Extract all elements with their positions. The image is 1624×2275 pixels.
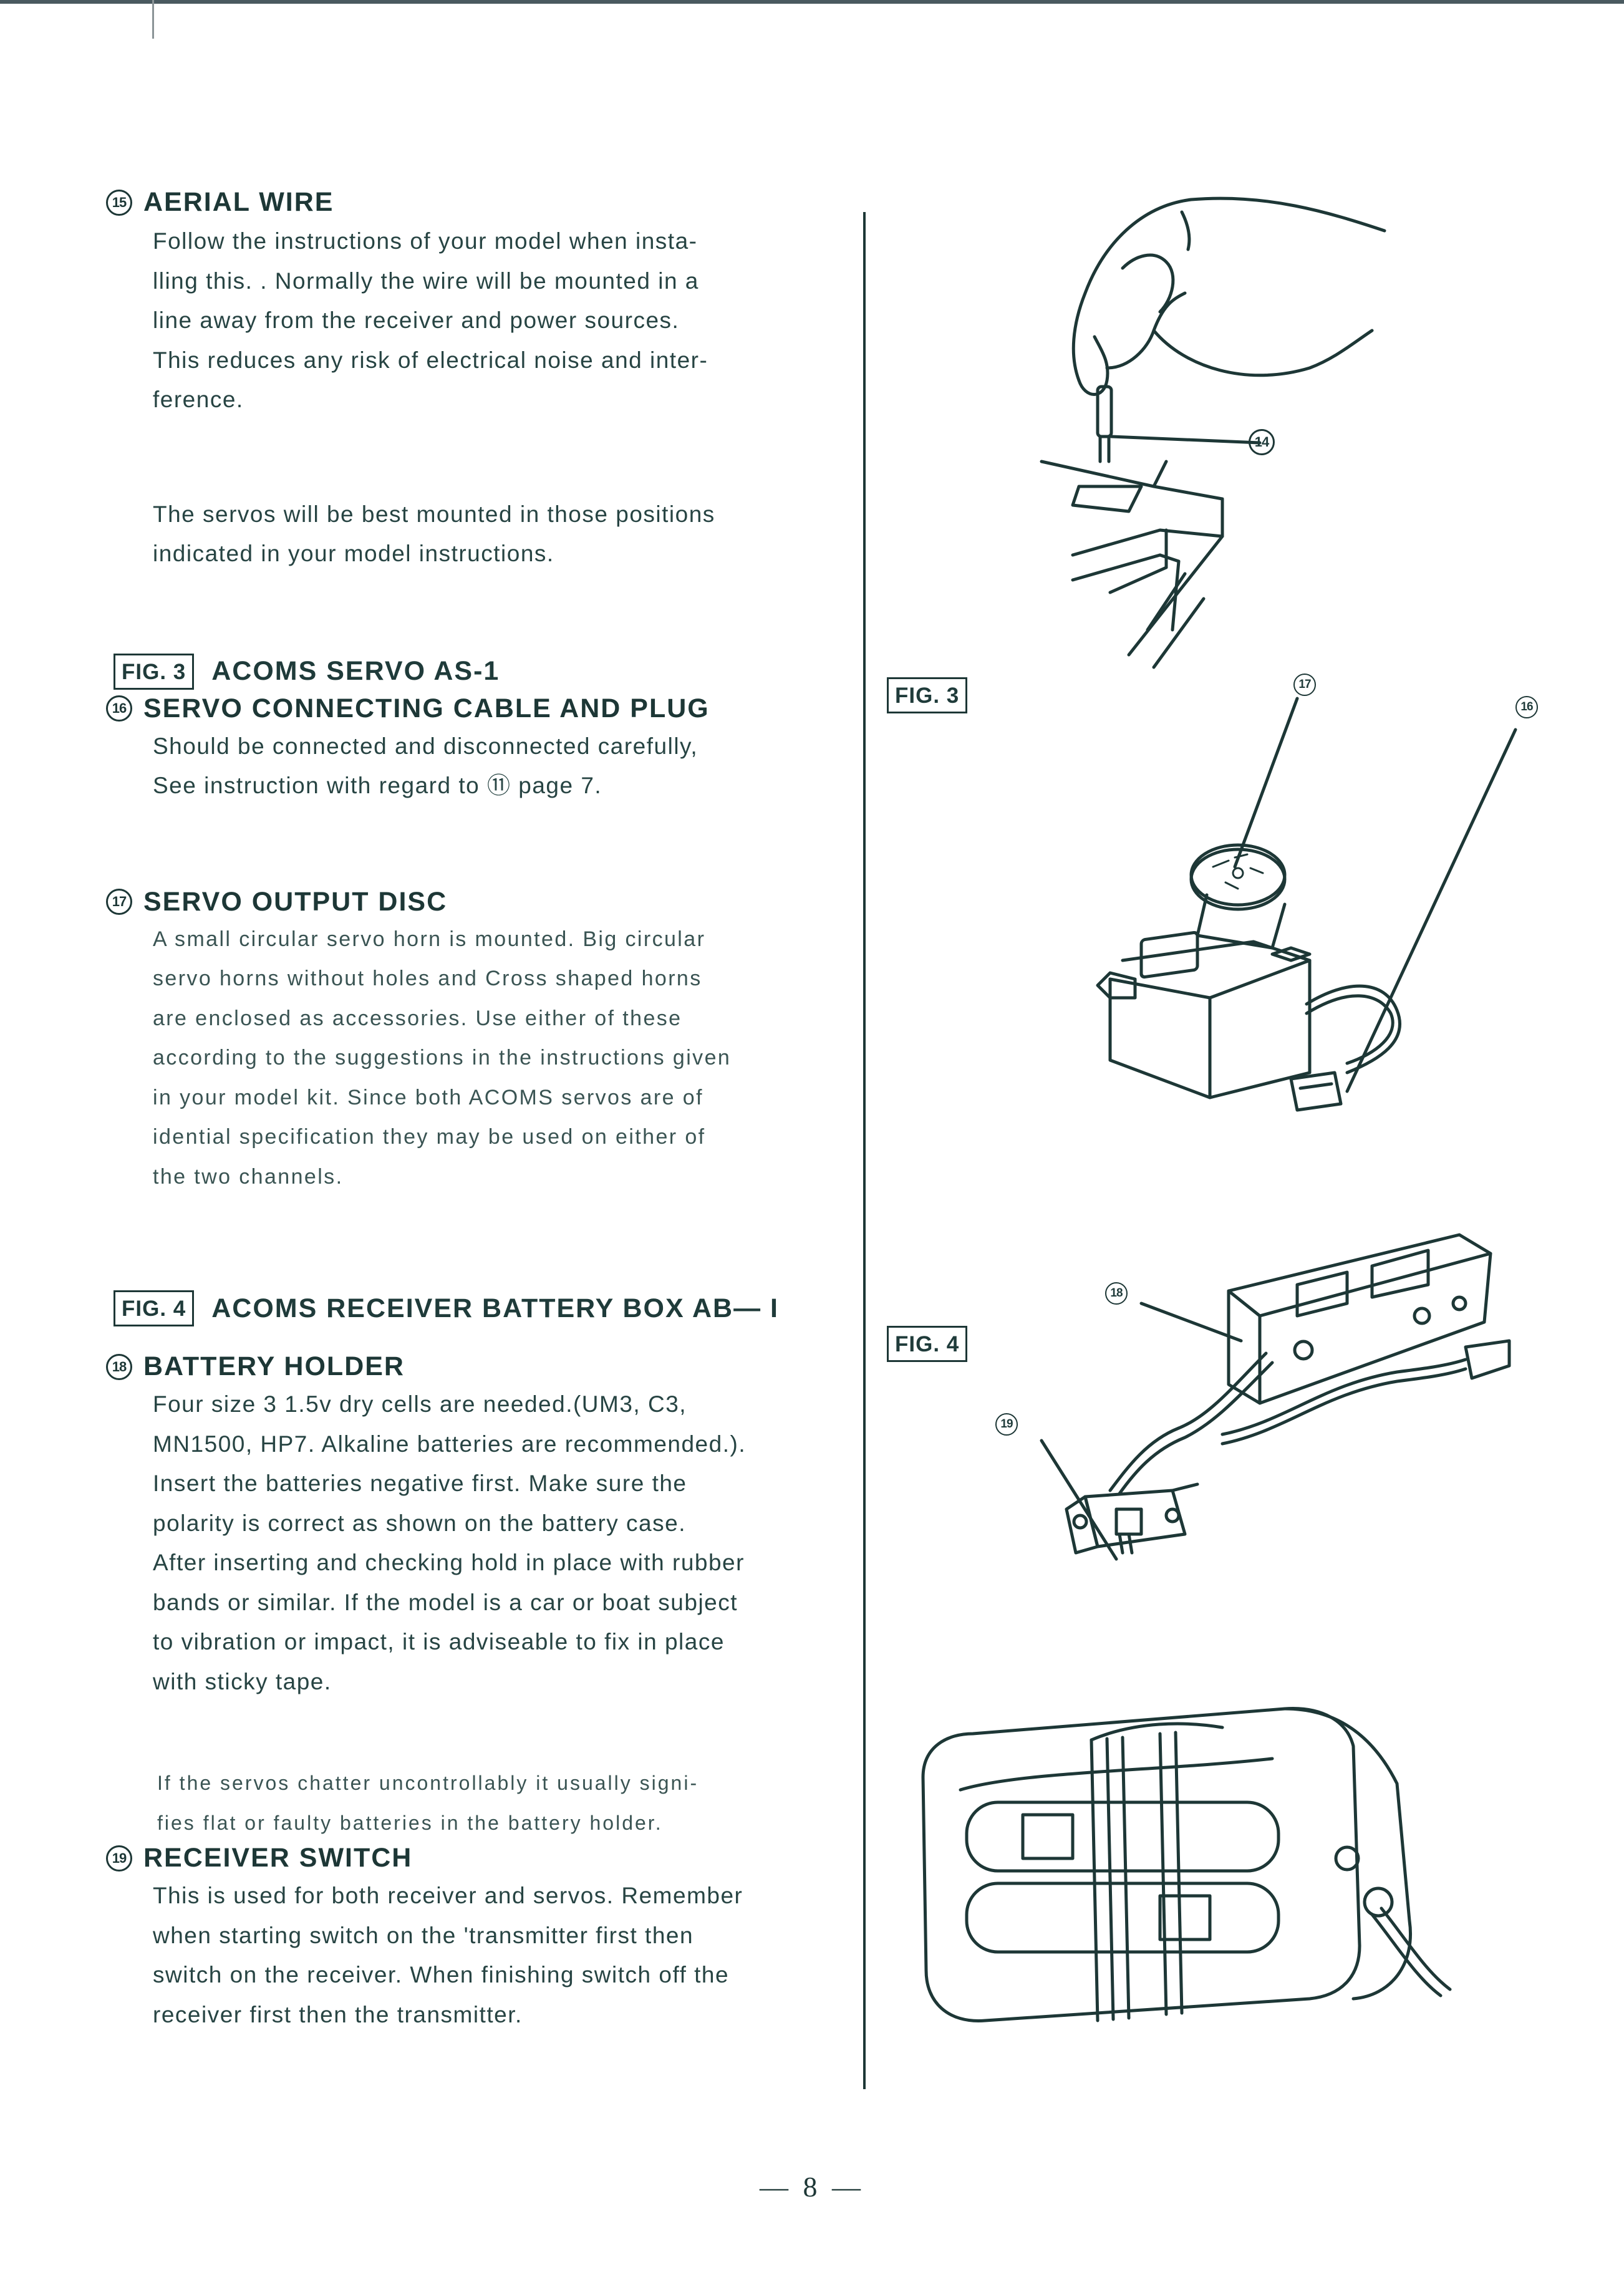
callout-19: 19 [995, 1413, 1018, 1436]
scan-mark [152, 0, 154, 39]
section-19-body: This is used for both receiver and servo… [106, 1876, 842, 2034]
text-line: according to the suggestions in the inst… [153, 1046, 732, 1070]
text-line: This is used for both receiver and servo… [153, 1883, 743, 1908]
section-17-title: SERVO OUTPUT DISC [143, 886, 448, 917]
fig3-side-label-text: FIG. 3 [887, 677, 968, 713]
section-15-heading: 15 AERIAL WIRE [106, 187, 842, 218]
text-line: Insert the batteries negative first. Mak… [153, 1471, 687, 1496]
battery-box-banded-illustration [921, 1707, 1452, 2022]
callout-17: 17 [1293, 674, 1316, 696]
text-line: Four size 3 1.5v dry cells are needed.(U… [153, 1391, 687, 1417]
item-number-18: 18 [106, 1353, 132, 1380]
text-column: 15 AERIAL WIRE Follow the instructions o… [106, 187, 842, 2034]
fig3-title: ACOMS SERVO AS-1 [211, 656, 500, 686]
section-17-heading: 17 SERVO OUTPUT DISC [106, 887, 842, 917]
fig3-heading: FIG. 3 ACOMS SERVO AS-1 [114, 653, 842, 690]
text-line: MN1500, HP7. Alkaline batteries are reco… [153, 1431, 747, 1457]
column-divider [863, 212, 866, 2089]
text-line: After inserting and checking hold in pla… [153, 1550, 745, 1575]
battery-holder-switch-illustration [1040, 1233, 1511, 1561]
text-line: This reduces any risk of electrical nois… [153, 347, 708, 373]
plug-insertion-illustration [1040, 196, 1386, 669]
section-17-body: A small circular servo horn is mounted. … [106, 920, 842, 1197]
text-line: The servos will be best mounted in those… [153, 501, 715, 527]
text-line: receiver first then the transmitter. [153, 2001, 523, 2027]
text-line: lling this. . Normally the wire will be … [153, 268, 699, 294]
text-line: line away from the receiver and power so… [153, 307, 680, 333]
callout-18: 18 [1105, 1282, 1128, 1305]
item-number-19: 19 [106, 1845, 132, 1872]
chatter-note: If the servos chatter uncontrollably it … [106, 1764, 842, 1843]
servo-illustration [1096, 697, 1517, 1112]
section-19-heading: 19 RECEIVER SWITCH [106, 1843, 842, 1873]
section-19-title: RECEIVER SWITCH [143, 1843, 413, 1873]
text-line: indicated in your model instructions. [153, 541, 554, 566]
fig4-side-label: FIG. 4 [887, 1326, 968, 1362]
fig3-side-label: FIG. 3 [887, 677, 968, 713]
text-line: polarity is correct as shown on the batt… [153, 1510, 686, 1536]
text-line: idential specification they may be used … [153, 1125, 706, 1149]
section-16-heading: 16 SERVO CONNECTING CABLE AND PLUG [106, 693, 842, 724]
callout-14: 14 [1249, 429, 1275, 455]
section-18-title: BATTERY HOLDER [143, 1351, 405, 1381]
text-line: Follow the instructions of your model wh… [153, 228, 698, 254]
item-number-17: 17 [106, 889, 132, 915]
item-number-16: 16 [106, 695, 132, 722]
text-line: switch on the receiver. When finishing s… [153, 1962, 730, 1988]
section-18-heading: 18 BATTERY HOLDER [106, 1351, 842, 1382]
text-line: are enclosed as accessories. Use either … [153, 1006, 682, 1030]
text-line: fies flat or faulty batteries in the bat… [157, 1811, 663, 1834]
text-line: when starting switch on the 'transmitter… [153, 1922, 694, 1948]
text-line: See instruction with regard to ⑪ page 7. [153, 773, 602, 798]
text-line: Should be connected and disconnected car… [153, 733, 698, 759]
fig4-title: ACOMS RECEIVER BATTERY BOX AB— I [211, 1293, 779, 1323]
fig3-label: FIG. 3 [114, 653, 195, 690]
text-line: A small circular servo horn is mounted. … [153, 927, 706, 951]
page-number: — 8 — [760, 2171, 864, 2203]
text-line: ference. [153, 387, 244, 412]
fig4-side-label-text: FIG. 4 [887, 1326, 968, 1362]
item-number-15: 15 [106, 189, 132, 216]
section-16-body: Should be connected and disconnected car… [106, 727, 842, 806]
text-line: in your model kit. Since both ACOMS serv… [153, 1085, 703, 1109]
fig4-heading: FIG. 4 ACOMS RECEIVER BATTERY BOX AB— I [114, 1290, 842, 1326]
servo-mounting-note: The servos will be best mounted in those… [106, 495, 842, 574]
fig4-label: FIG. 4 [114, 1290, 195, 1326]
callout-16: 16 [1515, 696, 1538, 718]
section-16-title: SERVO CONNECTING CABLE AND PLUG [143, 693, 710, 723]
text-line: the two channels. [153, 1164, 344, 1189]
text-line: with sticky tape. [153, 1668, 332, 1694]
section-15-body: Follow the instructions of your model wh… [106, 221, 842, 420]
page-top-edge [0, 0, 1624, 4]
section-15-title: AERIAL WIRE [143, 187, 334, 217]
section-18-body: Four size 3 1.5v dry cells are needed.(U… [106, 1384, 842, 1701]
text-line: If the servos chatter uncontrollably it … [157, 1772, 699, 1794]
text-line: servo horns without holes and Cross shap… [153, 967, 702, 990]
text-line: bands or similar. If the model is a car … [153, 1589, 738, 1615]
text-line: to vibration or impact, it is adviseable… [153, 1629, 725, 1654]
